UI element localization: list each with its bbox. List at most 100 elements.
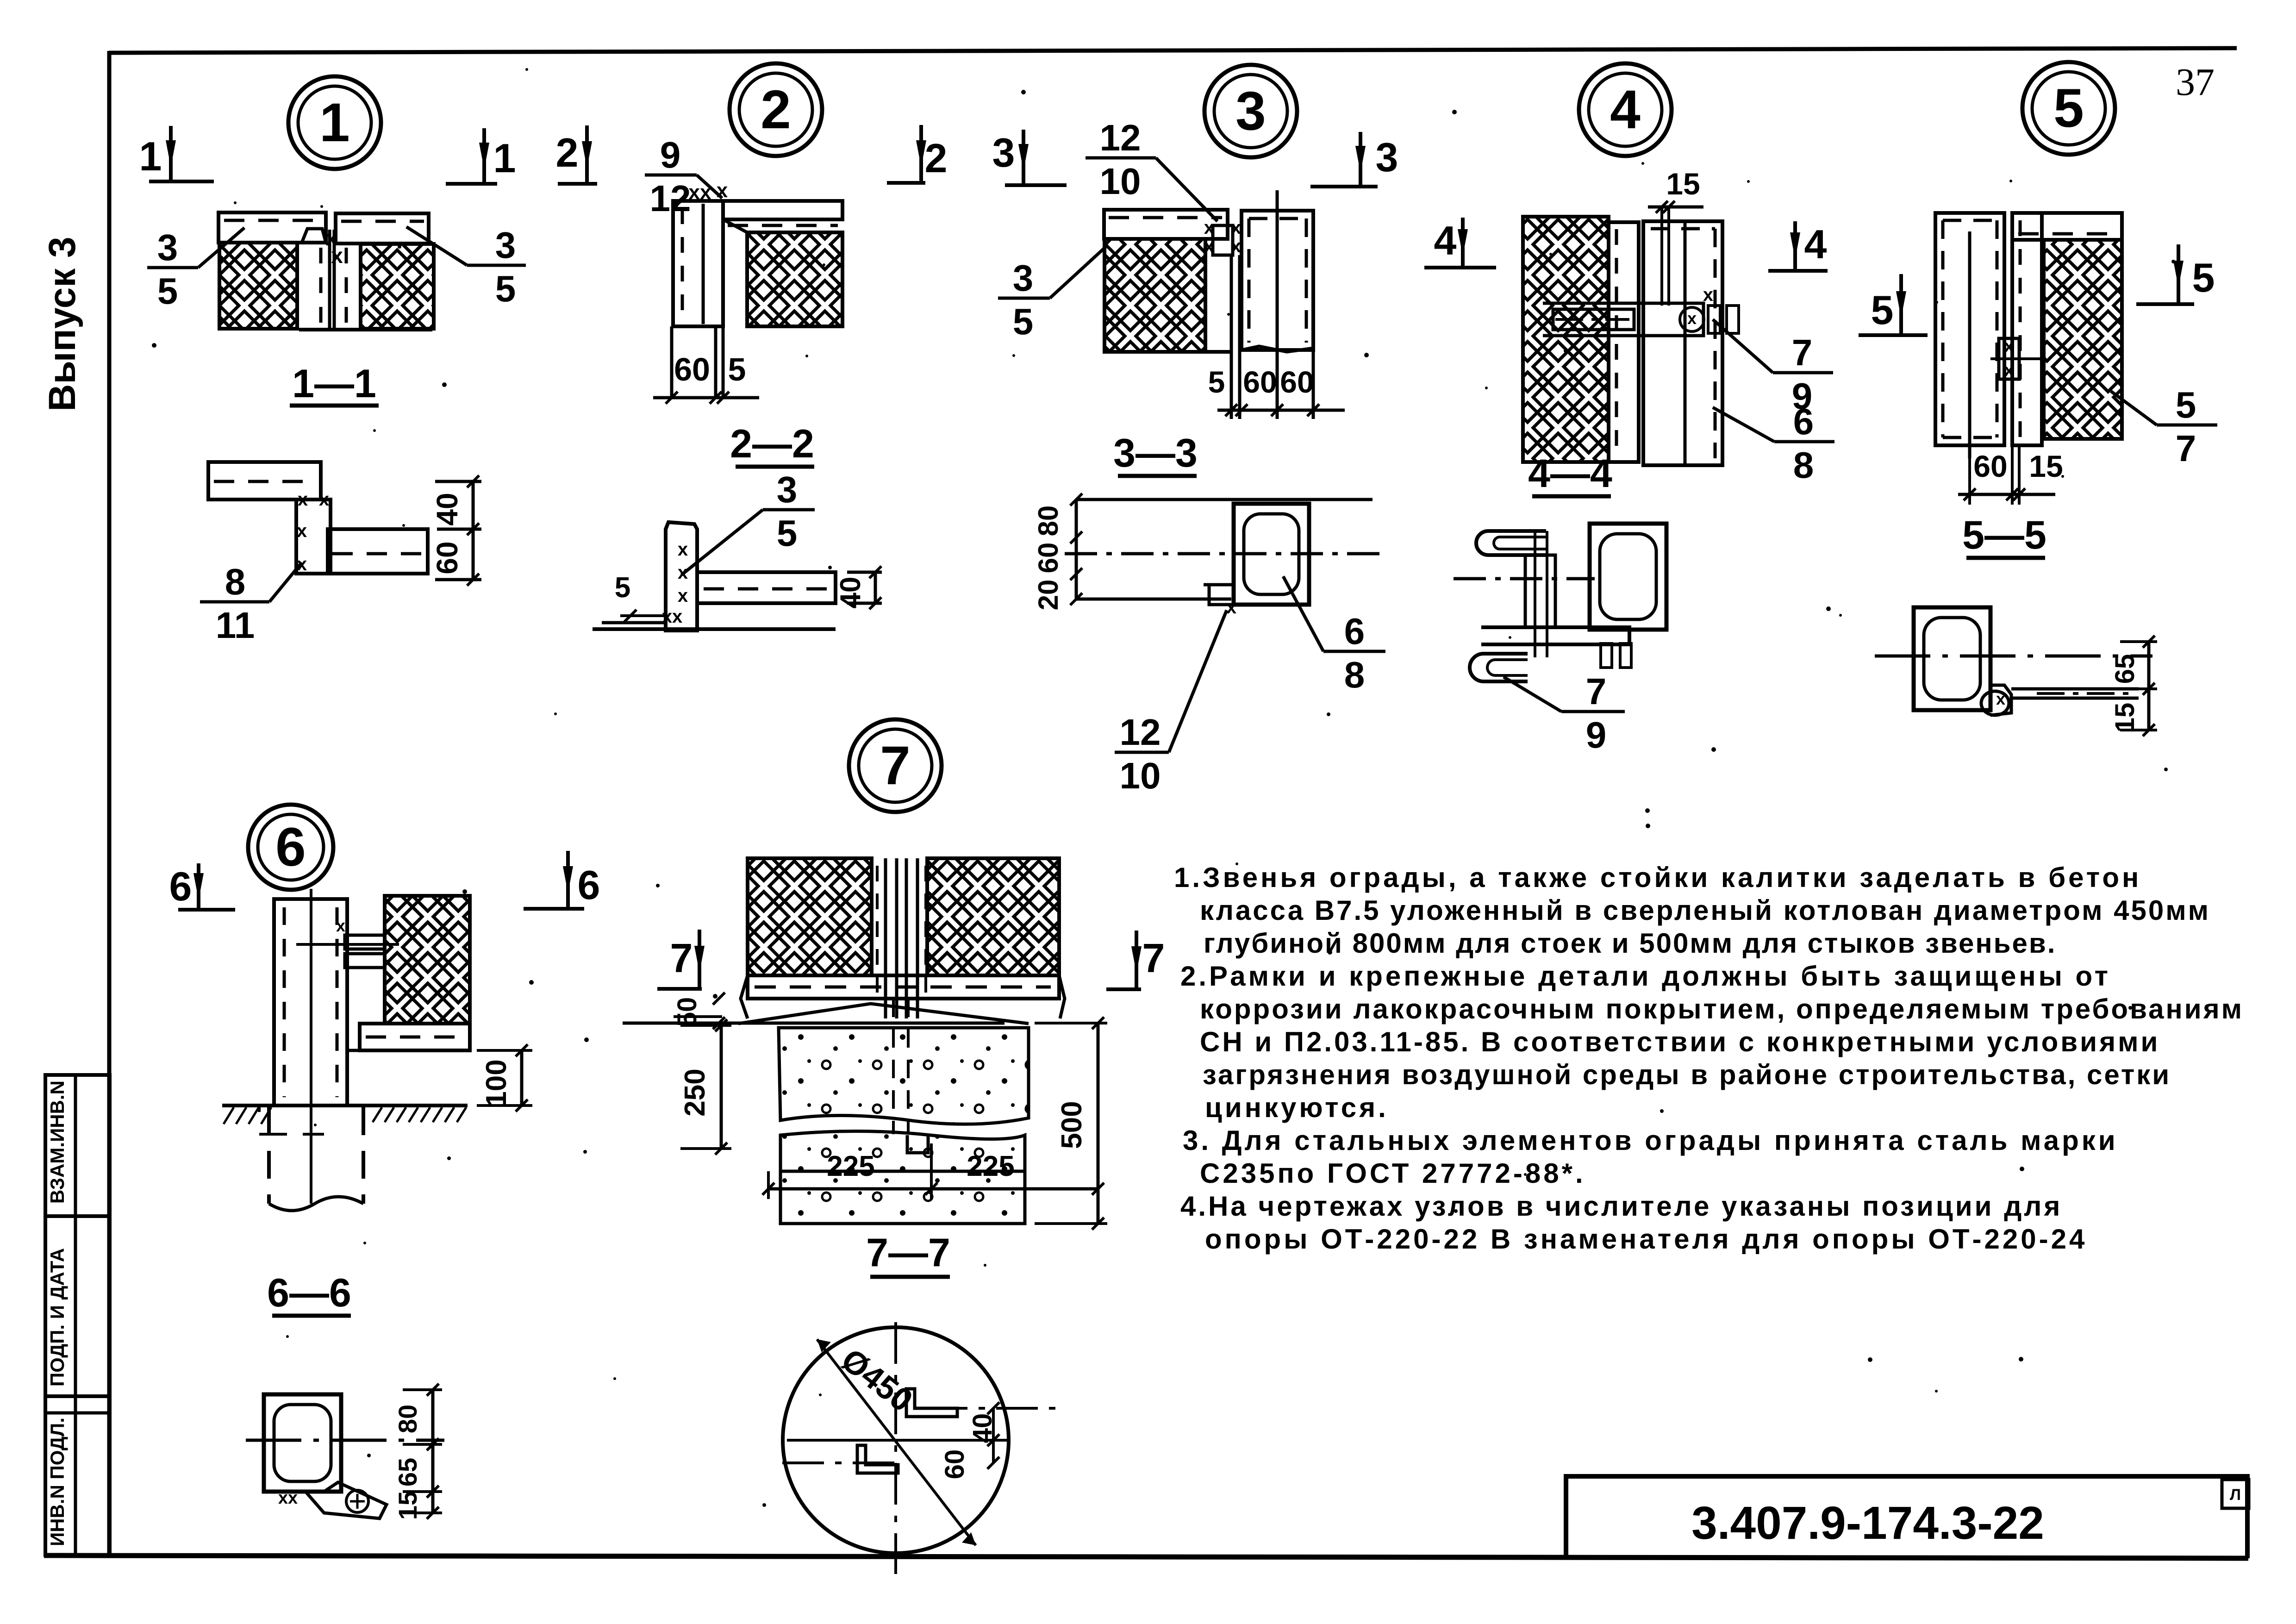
svg-text:1.Звенья ограды, а также стойк: 1.Звенья ограды, а также стойки калитки … xyxy=(1174,862,2141,893)
svg-text:12: 12 xyxy=(650,178,691,219)
svg-text:глубиной 800мм для стоек и 500: глубиной 800мм для стоек и 500мм для сты… xyxy=(1204,928,2056,959)
svg-text:x: x xyxy=(1204,218,1214,238)
svg-text:x: x xyxy=(2004,337,2014,356)
svg-text:2—2: 2—2 xyxy=(730,422,814,466)
svg-text:5: 5 xyxy=(2192,255,2215,300)
svg-text:8: 8 xyxy=(1344,654,1365,695)
svg-text:5: 5 xyxy=(2053,78,2084,139)
svg-text:10: 10 xyxy=(1120,755,1161,796)
svg-text:225: 225 xyxy=(967,1150,1014,1182)
svg-text:Л: Л xyxy=(2230,1486,2241,1504)
svg-text:x: x xyxy=(678,539,688,560)
svg-text:5—5: 5—5 xyxy=(1962,513,2046,557)
svg-text:6: 6 xyxy=(1793,401,1814,442)
svg-text:9: 9 xyxy=(1586,714,1607,756)
svg-text:15: 15 xyxy=(393,1491,422,1520)
svg-text:7: 7 xyxy=(1586,671,1607,712)
svg-text:40: 40 xyxy=(967,1413,998,1443)
svg-text:x: x xyxy=(717,179,728,202)
svg-text:15: 15 xyxy=(1666,167,1700,201)
svg-text:x: x xyxy=(1226,597,1236,618)
svg-text:15: 15 xyxy=(2110,703,2140,733)
svg-text:60: 60 xyxy=(1280,365,1314,399)
svg-text:50: 50 xyxy=(672,997,702,1027)
svg-text:x: x xyxy=(1231,218,1241,238)
svg-text:5: 5 xyxy=(728,351,746,387)
svg-text:9: 9 xyxy=(1792,375,1813,417)
svg-text:x: x xyxy=(1687,309,1697,328)
svg-text:60: 60 xyxy=(1973,449,2007,483)
svg-text:37: 37 xyxy=(2176,61,2215,104)
svg-text:2.Рамки и крепежные детали дол: 2.Рамки и крепежные детали должны быть з… xyxy=(1180,961,2111,992)
svg-text:опоры ОТ-220-22 В знаменателя: опоры ОТ-220-22 В знаменателя для опоры … xyxy=(1205,1224,2087,1255)
svg-text:Выпуск 3: Выпуск 3 xyxy=(41,237,83,411)
svg-text:3: 3 xyxy=(1013,257,1034,299)
svg-text:250: 250 xyxy=(679,1068,711,1116)
svg-text:4: 4 xyxy=(1434,218,1457,263)
svg-text:x: x xyxy=(1231,236,1241,256)
svg-text:100: 100 xyxy=(480,1059,512,1107)
svg-text:6—6: 6—6 xyxy=(267,1271,351,1315)
svg-text:2: 2 xyxy=(556,130,579,175)
svg-text:5: 5 xyxy=(1013,301,1034,342)
svg-text:10: 10 xyxy=(1100,161,1141,202)
svg-text:225: 225 xyxy=(827,1150,874,1182)
svg-text:5: 5 xyxy=(615,572,630,604)
svg-text:x: x xyxy=(298,489,308,510)
svg-text:5: 5 xyxy=(2176,384,2196,425)
svg-text:9: 9 xyxy=(660,134,681,175)
svg-text:12: 12 xyxy=(1120,712,1161,753)
svg-text:x: x xyxy=(678,586,688,606)
svg-text:3: 3 xyxy=(1376,134,1398,180)
svg-text:60: 60 xyxy=(1243,365,1277,399)
svg-text:x: x xyxy=(319,489,329,510)
svg-text:5: 5 xyxy=(495,268,516,309)
svg-text:80: 80 xyxy=(1033,506,1064,537)
svg-text:6: 6 xyxy=(275,817,306,878)
svg-text:12: 12 xyxy=(1100,117,1141,158)
svg-text:11: 11 xyxy=(216,605,255,646)
svg-text:коррозии лакокрасочным покрыти: коррозии лакокрасочным покрытием, опреде… xyxy=(1200,993,2244,1024)
svg-text:80: 80 xyxy=(393,1405,422,1433)
svg-text:5: 5 xyxy=(1208,365,1225,399)
svg-text:С235по ГОСТ 27772-88*.: С235по ГОСТ 27772-88*. xyxy=(1200,1158,1586,1189)
svg-text:6: 6 xyxy=(578,862,600,908)
svg-text:3—3: 3—3 xyxy=(1113,431,1198,475)
svg-text:x: x xyxy=(2004,361,2014,380)
svg-text:3. Для стальных элементов огра: 3. Для стальных элементов ограды принята… xyxy=(1183,1125,2118,1156)
svg-text:8: 8 xyxy=(1793,444,1814,486)
svg-text:7—7: 7—7 xyxy=(866,1230,950,1275)
svg-text:60: 60 xyxy=(940,1449,970,1480)
svg-text:3: 3 xyxy=(992,130,1015,175)
svg-text:1: 1 xyxy=(319,92,350,153)
svg-text:загрязнения воздушной среды в: загрязнения воздушной среды в районе стр… xyxy=(1203,1059,2171,1090)
svg-text:8: 8 xyxy=(225,561,246,602)
svg-text:2: 2 xyxy=(925,135,948,181)
svg-text:4: 4 xyxy=(1610,79,1641,140)
svg-text:6: 6 xyxy=(169,863,192,909)
svg-text:7: 7 xyxy=(1792,332,1813,373)
svg-text:7: 7 xyxy=(670,935,693,981)
svg-text:3: 3 xyxy=(777,469,798,510)
svg-text:3.407.9-174.3-22: 3.407.9-174.3-22 xyxy=(1691,1497,2044,1549)
svg-text:3: 3 xyxy=(157,227,178,268)
svg-text:20: 20 xyxy=(1033,580,1064,611)
svg-text:65: 65 xyxy=(393,1458,422,1487)
svg-text:1: 1 xyxy=(493,135,516,181)
svg-text:4—4: 4—4 xyxy=(1528,451,1612,496)
svg-text:x: x xyxy=(1204,236,1214,256)
svg-text:класса В7.5 уложенный в сверле: класса В7.5 уложенный в сверленый котлов… xyxy=(1200,895,2210,926)
svg-text:4.На чертежах узлов в числител: 4.На чертежах узлов в числителе указаны … xyxy=(1180,1191,2062,1222)
svg-text:40: 40 xyxy=(430,493,464,525)
svg-text:x: x xyxy=(331,244,343,268)
svg-text:цинкуются.: цинкуются. xyxy=(1205,1092,1389,1123)
svg-text:60: 60 xyxy=(674,351,710,387)
svg-text:x: x xyxy=(336,916,345,935)
svg-text:ПОДП. И ДАТА: ПОДП. И ДАТА xyxy=(46,1248,68,1387)
svg-text:15: 15 xyxy=(2029,449,2063,483)
svg-text:3: 3 xyxy=(495,225,516,266)
svg-text:7: 7 xyxy=(880,735,911,796)
svg-text:5: 5 xyxy=(1871,287,1894,333)
svg-text:40: 40 xyxy=(835,577,867,609)
svg-text:7: 7 xyxy=(2176,428,2196,469)
